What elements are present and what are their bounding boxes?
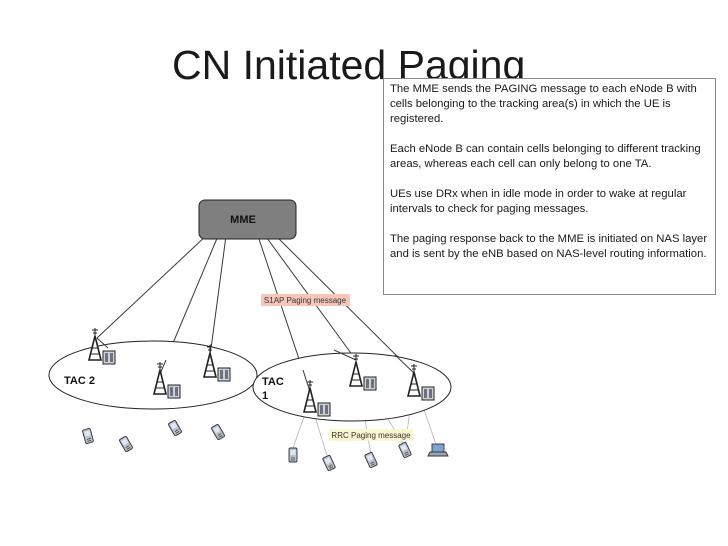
mobile-phone-icon: [363, 451, 379, 469]
mobile-phone-icon: [118, 435, 134, 453]
note-paragraph: Each eNode B can contain cells belonging…: [390, 143, 701, 170]
laptop-icon: [427, 443, 449, 457]
s1ap-label: S1AP Paging message: [264, 296, 347, 305]
mobile-phone-icon: [321, 454, 337, 472]
tac2-label: TAC 2: [64, 375, 95, 387]
note-paragraph: UEs use DRx when in idle mode in order t…: [390, 188, 687, 215]
mobile-phone-icon: [81, 427, 95, 445]
mobile-phone-icon: [167, 419, 183, 437]
rrc-label-bg: [329, 429, 413, 441]
mobile-phone-icon: [397, 441, 413, 459]
s1ap-label-bg: [261, 294, 350, 306]
rrc-label: RRC Paging message: [331, 431, 411, 440]
note-paragraph: The paging response back to the MME is i…: [390, 233, 708, 260]
note-paragraph: The MME sends the PAGING message to each…: [390, 83, 697, 125]
tac1-area: [252, 352, 452, 422]
tac1-label-line2: 1: [262, 390, 268, 402]
mobile-phone-icon: [288, 447, 298, 463]
mme-label: MME: [230, 214, 256, 226]
mobile-phone-icon: [210, 423, 226, 441]
mme-node: [198, 199, 297, 240]
tac1-label-line1: TAC: [262, 376, 284, 388]
info-note: The MME sends the PAGING message to each…: [383, 78, 716, 295]
